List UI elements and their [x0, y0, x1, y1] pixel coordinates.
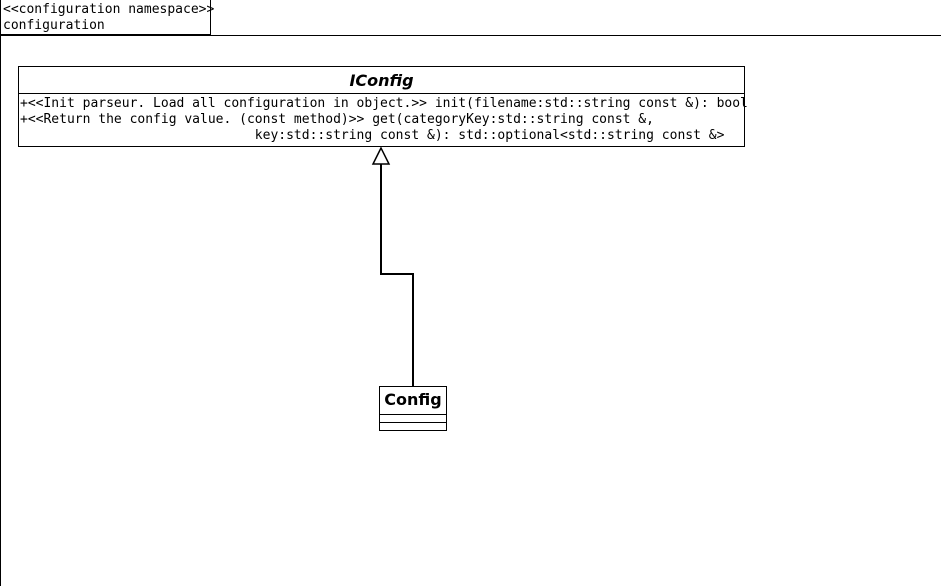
class-iconfig-name: IConfig	[19, 67, 744, 94]
package-stereotype: <<configuration namespace>>	[3, 2, 215, 17]
class-config-attributes	[380, 415, 446, 423]
operation-init: +<<Init parseur. Load all configuration …	[20, 96, 748, 111]
class-config-name: Config	[380, 387, 446, 415]
class-iconfig[interactable]: IConfig +<<Init parseur. Load all config…	[18, 66, 748, 147]
package-frame	[0, 35, 941, 586]
package-tab: <<configuration namespace>> configuratio…	[0, 0, 215, 35]
package-name: configuration	[3, 18, 105, 33]
generalization-arrowhead	[371, 146, 391, 165]
operation-get-continued: key:std::string const &): std::optional<…	[20, 128, 725, 143]
class-iconfig-operations: +<<Init parseur. Load all configuration …	[20, 96, 748, 144]
generalization-line	[380, 164, 414, 386]
class-config[interactable]: Config	[379, 386, 447, 431]
operation-get: +<<Return the config value. (const metho…	[20, 112, 654, 127]
